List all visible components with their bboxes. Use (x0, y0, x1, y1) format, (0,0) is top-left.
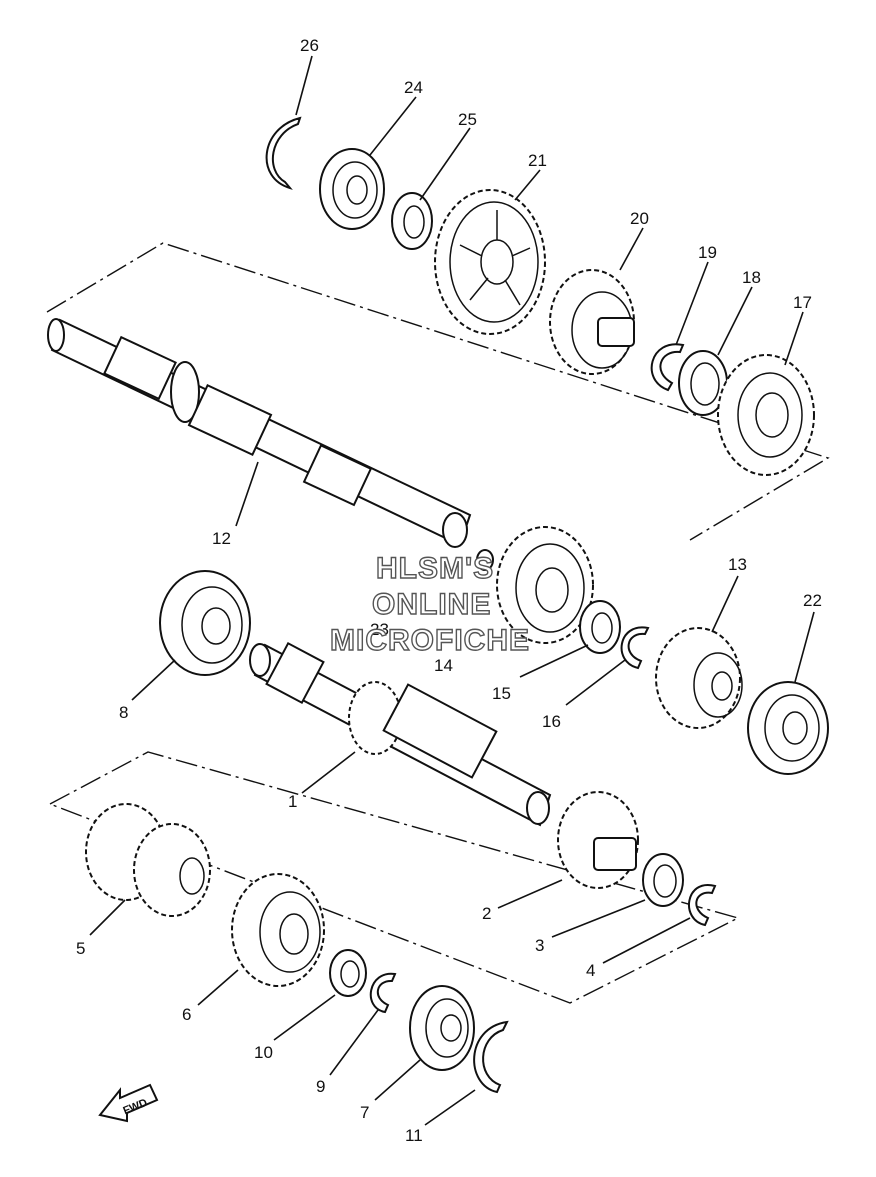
washer-15 (579, 600, 621, 654)
callout-25: 25 (458, 110, 477, 129)
callout-2: 2 (482, 904, 491, 923)
gear-5 (85, 803, 211, 917)
callout-11: 11 (405, 1126, 423, 1145)
washer-10 (329, 949, 367, 997)
upper-assembly-guide-box (46, 242, 830, 541)
callout-4: 4 (586, 961, 595, 980)
circlip-9 (369, 972, 397, 1014)
fwd-arrow-icon: FWD (98, 1083, 159, 1123)
callout-20: 20 (630, 209, 649, 228)
callout-16: 16 (542, 712, 561, 731)
callout-22: 22 (803, 591, 822, 610)
callout-7: 7 (360, 1103, 369, 1122)
washer-18 (678, 350, 728, 416)
callout-3: 3 (535, 936, 544, 955)
gear-13 (655, 627, 743, 729)
callout-17: 17 (793, 293, 812, 312)
watermark-line-1: HLSM'S (376, 552, 494, 585)
bearing-7 (409, 985, 475, 1071)
circlip-11 (473, 1020, 509, 1094)
main-axle-12 (47, 318, 472, 548)
watermark-line-2: ONLINE (372, 588, 491, 621)
gear-14 (496, 526, 594, 644)
callout-19: 19 (698, 243, 717, 262)
callout-10: 10 (254, 1043, 273, 1062)
collar-23 (476, 549, 494, 571)
callout-8: 8 (119, 703, 128, 722)
gear-21 (434, 189, 546, 335)
bearing-24 (319, 148, 385, 230)
callout-labels: 26 24 25 21 20 19 18 17 12 13 22 23 14 1… (76, 36, 822, 1145)
callout-26: 26 (300, 36, 319, 55)
washer-3 (642, 853, 684, 907)
callout-14: 14 (434, 656, 453, 675)
bearing-22 (747, 681, 829, 775)
watermark-line-3: MICROFICHE (330, 624, 530, 657)
gear-6 (231, 873, 325, 987)
callout-12: 12 (212, 529, 231, 548)
watermark: HLSM'S ONLINE MICROFICHE (329, 551, 530, 657)
circlip-26 (265, 116, 302, 190)
leader-lines (89, 55, 815, 1126)
callout-18: 18 (742, 268, 761, 287)
callout-24: 24 (404, 78, 423, 97)
callout-1: 1 (288, 792, 297, 811)
callout-23: 23 (370, 620, 389, 639)
gear-20 (549, 269, 635, 375)
bearing-8 (159, 570, 251, 676)
washer-25 (391, 192, 433, 250)
drive-axle-1 (249, 641, 552, 827)
circlip-4 (688, 884, 717, 927)
callout-15: 15 (492, 684, 511, 703)
callout-6: 6 (182, 1005, 191, 1024)
gear-17 (717, 354, 815, 476)
circlip-19 (650, 343, 685, 392)
lower-assembly-guide-box (48, 751, 740, 1004)
callout-9: 9 (316, 1077, 325, 1096)
callout-21: 21 (528, 151, 547, 170)
gear-2 (557, 791, 639, 889)
circlip-16 (620, 626, 650, 670)
callout-13: 13 (728, 555, 747, 574)
callout-5: 5 (76, 939, 85, 958)
